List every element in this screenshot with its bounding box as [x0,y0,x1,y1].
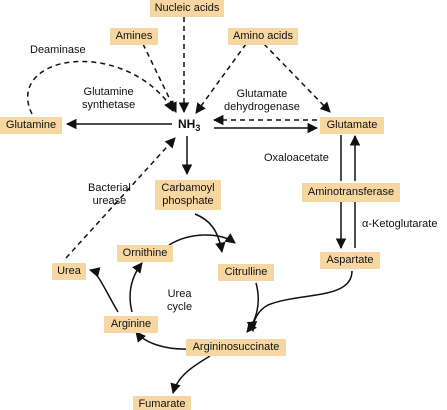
nh3-main: NH [178,117,196,131]
node-ornithine: Ornithine [117,245,173,262]
node-arginine: Arginine [104,316,158,333]
label-urea-cycle: Urea cycle [167,288,192,314]
arrow-arginine-to-ornithine [129,262,143,313]
label-bacterial-urease: Bacterial urease [88,182,131,208]
arrow-argininosuccinate-to-fumarate [170,355,211,395]
node-aminotransferase: Aminotransferase [302,183,400,202]
node-glutamate: Glutamate [320,117,384,134]
node-amino-acids: Amino acids [228,28,298,45]
label-alpha-ketoglutarate: α-Ketoglutarate [362,218,438,230]
arrow-deaminase [26,60,174,115]
glutamine-synthetase-line1: Glutamine [83,86,134,98]
label-glutamine-synthetase: Glutamine synthetase [82,86,135,112]
arrow-carbamoyl-to-citrulline [194,213,226,254]
label-glutamate-dehydrogenase: Glutamate dehydrogenase [224,88,300,114]
arrow-ornithine-to-citrulline [168,233,236,246]
node-aspartate: Aspartate [320,252,380,269]
node-carbamoyl-phosphate: Carbamoyl phosphate [155,180,221,210]
carbamoyl-line1: Carbamoyl [161,182,215,194]
label-deaminase: Deaminase [30,44,86,56]
node-glutamine: Glutamine [0,117,62,134]
node-nucleic-acids: Nucleic acids [150,0,224,17]
arrow-urea-to-nh3 [65,137,176,259]
glutamate-dehydrogenase-line1: Glutamate [236,88,288,100]
glutamate-dehydrogenase-line2: dehydrogenase [224,101,300,113]
node-urea: Urea [52,263,86,280]
node-amines: Amines [110,28,158,45]
arrow-argininosuccinate-to-arginine [135,331,191,350]
node-nh3: NH3 [178,117,201,133]
node-citrulline: Citrulline [218,264,274,281]
glutamine-synthetase-line2: synthetase [82,99,136,111]
bacterial-urease-line2: urease [92,195,127,207]
bacterial-urease-line1: Bacterial [88,182,131,194]
nh3-sub: 3 [195,123,201,133]
carbamoyl-line2: phosphate [162,195,214,207]
arrow-amines-to-nh3 [142,43,177,113]
arrow-amino-acids-to-glutamate [263,43,331,113]
node-argininosuccinate: Argininosuccinate [186,339,286,356]
urea-cycle-line2: cycle [167,301,193,313]
label-oxaloacetate: Oxaloacetate [264,152,329,164]
arrow-citrulline-to-argininosuccinate [246,282,259,333]
urea-cycle-line1: Urea [167,288,192,300]
node-fumarate: Fumarate [133,396,191,410]
arrow-arginine-to-urea [88,267,119,313]
